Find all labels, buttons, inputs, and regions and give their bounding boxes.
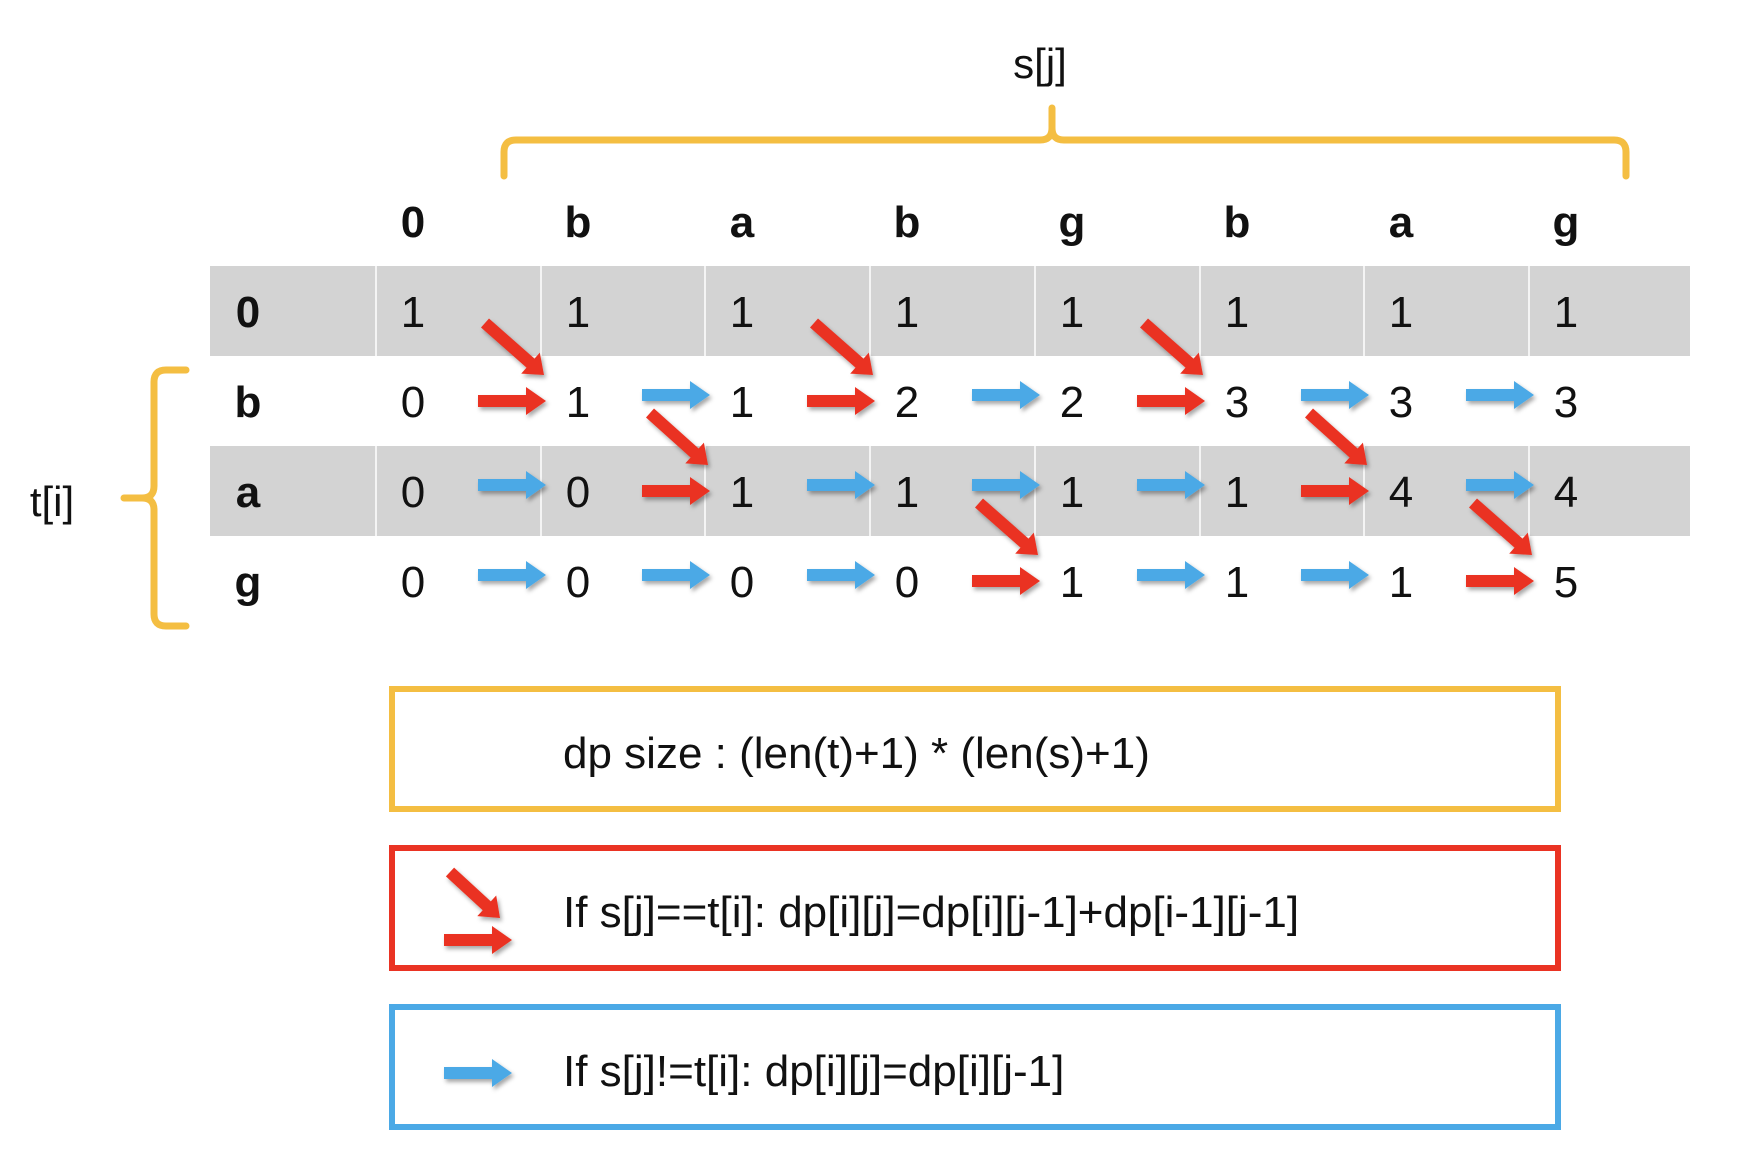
match-horizontal-arrow <box>1466 567 1534 595</box>
dp-cell: 1 <box>1554 288 1578 337</box>
mismatch-rule-box <box>389 1004 1561 1130</box>
row-header: g <box>235 558 262 607</box>
dp-cell: 5 <box>1554 558 1578 607</box>
row-header: b <box>235 378 262 427</box>
size-box <box>389 686 1561 812</box>
column-header: g <box>1059 198 1086 247</box>
column-header: b <box>1224 198 1251 247</box>
match-diagonal-arrow <box>975 498 1038 555</box>
match-horizontal-arrow <box>972 567 1040 595</box>
dp-cell: 0 <box>895 558 919 607</box>
mismatch-arrow <box>642 561 710 589</box>
match-horizontal-arrow <box>642 477 710 505</box>
dp-cell: 0 <box>401 468 425 517</box>
mismatch-rule-text: If s[j]!=t[i]: dp[i][j]=dp[i][j-1] <box>563 1047 1064 1096</box>
match-diagonal-arrow <box>646 408 708 465</box>
row-axis-bracket <box>120 366 190 630</box>
dp-cell: 3 <box>1554 378 1578 427</box>
dp-cell: 1 <box>1060 558 1084 607</box>
match-diagonal-arrow <box>445 867 500 918</box>
mismatch-arrow <box>1301 561 1369 589</box>
dp-cell: 1 <box>1060 288 1084 337</box>
match-horizontal-arrow <box>478 387 546 415</box>
dp-cell: 1 <box>1225 468 1249 517</box>
shaded-row-2 <box>210 446 1690 536</box>
column-header: b <box>894 198 921 247</box>
mismatch-arrow <box>807 561 875 589</box>
match-diagonal-arrow <box>1305 408 1367 465</box>
column-header: g <box>1553 198 1580 247</box>
match-horizontal-arrow <box>807 387 875 415</box>
dp-cell: 1 <box>730 288 754 337</box>
row-headers: 0 b a g <box>235 288 262 607</box>
dp-cell: 4 <box>1389 468 1413 517</box>
dp-cell: 1 <box>895 468 919 517</box>
dp-cell: 3 <box>1389 378 1413 427</box>
match-horizontal-arrow <box>1137 387 1205 415</box>
dp-cell: 0 <box>401 378 425 427</box>
match-rule-box <box>389 845 1561 971</box>
dp-cell: 1 <box>1389 288 1413 337</box>
match-horizontal-arrow <box>1301 477 1369 505</box>
match-arrow-icon <box>444 867 512 954</box>
match-rule-text: If s[j]==t[i]: dp[i][j]=dp[i][j-1]+dp[i-… <box>563 888 1299 937</box>
dp-cell: 0 <box>401 558 425 607</box>
dp-cell: 1 <box>730 468 754 517</box>
column-headers: 0 b a b g b a g <box>401 198 1580 247</box>
match-diagonal-arrow <box>1469 498 1532 555</box>
mismatch-arrow <box>1466 471 1534 499</box>
dp-cell: 0 <box>566 558 590 607</box>
match-diagonal-arrow <box>1140 318 1203 375</box>
mismatch-arrow <box>478 471 546 499</box>
dp-cell: 1 <box>730 378 754 427</box>
mismatch-arrow <box>642 381 710 409</box>
dp-cell: 0 <box>566 468 590 517</box>
match-horizontal-arrow <box>444 926 512 954</box>
dp-cell: 1 <box>1225 558 1249 607</box>
row-header: 0 <box>236 288 260 337</box>
dp-cell: 4 <box>1554 468 1578 517</box>
match-diagonal-arrow <box>810 318 873 375</box>
dp-cell: 0 <box>730 558 754 607</box>
size-text: dp size : (len(t)+1) * (len(s)+1) <box>563 729 1150 778</box>
transition-arrows <box>478 318 1534 595</box>
mismatch-arrow <box>972 471 1040 499</box>
dp-cell: 1 <box>1225 288 1249 337</box>
mismatch-arrow <box>1137 561 1205 589</box>
column-header: b <box>565 198 592 247</box>
mismatch-arrow <box>1137 471 1205 499</box>
row-header: a <box>236 468 261 517</box>
mismatch-arrow <box>1301 381 1369 409</box>
dp-cell: 2 <box>895 378 919 427</box>
column-header: 0 <box>401 198 425 247</box>
mismatch-arrow <box>478 561 546 589</box>
dp-cell: 1 <box>1389 558 1413 607</box>
dp-cell: 1 <box>1060 468 1084 517</box>
column-axis-label: s[j] <box>1013 40 1067 87</box>
row-axis-label: t[i] <box>30 478 74 525</box>
dp-cells: 1 1 1 1 1 1 1 1 0 1 1 2 2 3 3 3 0 0 1 1 1 1 4 4 0 0 0 0 1 1 1 5 <box>401 288 1578 607</box>
mismatch-arrow <box>972 381 1040 409</box>
column-axis-bracket <box>500 104 1630 180</box>
column-header: a <box>1389 198 1414 247</box>
column-header: a <box>730 198 755 247</box>
dp-cell: 1 <box>566 288 590 337</box>
dp-cell: 1 <box>401 288 425 337</box>
dp-cell: 2 <box>1060 378 1084 427</box>
mismatch-arrow-icon <box>444 1059 512 1087</box>
mismatch-arrow <box>444 1059 512 1087</box>
dp-cell: 1 <box>895 288 919 337</box>
match-diagonal-arrow <box>481 318 544 375</box>
mismatch-arrow <box>1466 381 1534 409</box>
dp-cell: 1 <box>566 378 590 427</box>
shaded-row-0 <box>210 266 1690 356</box>
dp-cell: 3 <box>1225 378 1249 427</box>
mismatch-arrow <box>807 471 875 499</box>
